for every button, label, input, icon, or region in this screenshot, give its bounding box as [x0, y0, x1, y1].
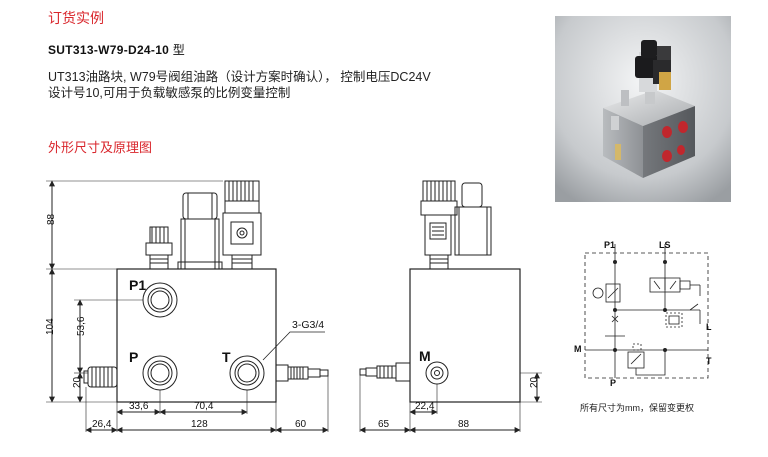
dim-60: 60 — [295, 419, 307, 430]
label-p: P — [129, 349, 138, 365]
front-view — [46, 180, 329, 433]
dim-88-height: 88 — [46, 213, 57, 225]
port-t — [229, 355, 265, 391]
model-code: SUT313-W79-D24-10 型 — [48, 41, 185, 58]
description-line-2: 设计号10,可用于负载敏感泵的比例变量控制 — [48, 86, 291, 100]
side-left-fitting — [359, 362, 411, 382]
dimensions-section-title: 外形尺寸及原理图 — [48, 140, 153, 155]
schematic-label-p: P — [610, 378, 616, 388]
solenoid-coil-right — [222, 180, 262, 270]
side-valve-stack — [420, 180, 492, 270]
side-view — [359, 180, 542, 433]
schematic-label-t: T — [706, 356, 712, 366]
dim-70-4: 70,4 — [194, 401, 214, 412]
model-description: UT313油路块, W79号阀组油路（设计方案时确认）， 控制电压DC24V 设… — [48, 69, 431, 101]
model-suffix: 型 — [169, 43, 186, 57]
dim-104-height: 104 — [45, 318, 56, 335]
schematic-label-ls: LS — [659, 240, 671, 250]
model-code-text: SUT313-W79-D24-10 — [48, 43, 170, 57]
dim-20-right: 20 — [529, 376, 540, 388]
label-t: T — [222, 349, 231, 365]
hydraulic-schematic — [584, 244, 709, 379]
footnote: 所有尺寸为mm，保留变更权 — [580, 403, 694, 413]
dim-20-left: 20 — [72, 376, 83, 388]
schematic-label-p1: P1 — [604, 240, 615, 250]
schematic-label-m: M — [574, 344, 582, 354]
port-p — [142, 355, 178, 391]
dim-128: 128 — [191, 419, 208, 430]
pressure-sensor — [145, 226, 173, 270]
dim-33-6: 33,6 — [129, 401, 149, 412]
port-p1 — [142, 282, 178, 318]
product-photo — [555, 16, 731, 202]
dim-22-4: 22,4 — [415, 401, 435, 412]
dim-26-4: 26,4 — [92, 419, 112, 430]
port-m — [425, 361, 449, 385]
dim-53-6: 53,6 — [76, 316, 87, 336]
label-p1: P1 — [129, 277, 146, 293]
order-example-title: 订货实例 — [48, 10, 104, 26]
description-line-1: UT313油路块, W79号阀组油路（设计方案时确认）， 控制电压DC24V — [48, 70, 431, 84]
right-fitting — [275, 364, 329, 382]
thread-callout: 3-G3/4 — [292, 319, 324, 331]
schematic-junctions — [613, 260, 667, 352]
dim-88-side: 88 — [458, 419, 470, 430]
dim-65: 65 — [378, 419, 390, 430]
label-m: M — [419, 348, 431, 364]
left-fitting — [83, 366, 118, 388]
schematic-label-l: L — [706, 322, 712, 332]
solenoid-coil-left — [177, 192, 223, 270]
